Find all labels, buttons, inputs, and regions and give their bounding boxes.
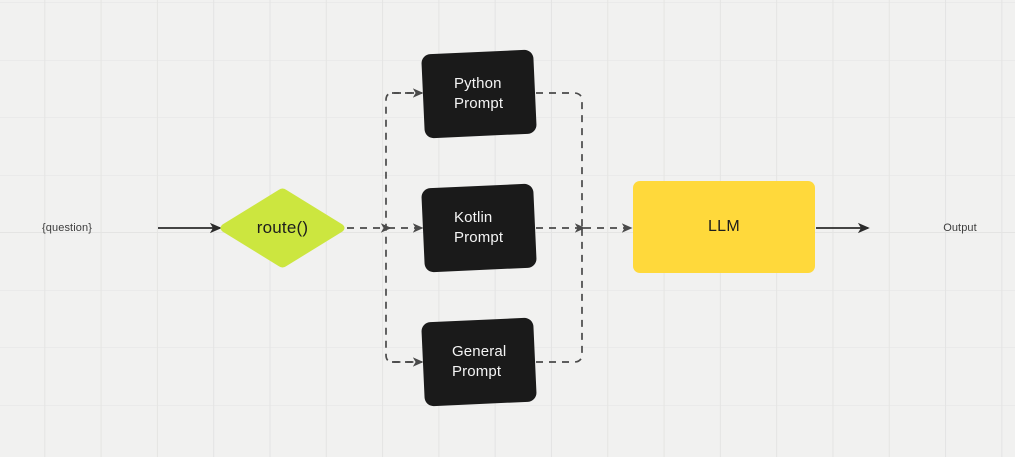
- node-kotlin-prompt-label: Kotlin Prompt: [454, 208, 503, 248]
- node-question-label: {question}: [42, 222, 92, 234]
- node-general-prompt[interactable]: General Prompt: [421, 317, 537, 407]
- node-kotlin-prompt-label-line1: Kotlin: [454, 209, 493, 227]
- edge-python-to-merge-bus: [536, 92, 583, 228]
- node-python-prompt-label-line1: Python: [454, 75, 502, 93]
- node-llm-label: LLM: [707, 218, 741, 235]
- edge-general-to-merge-bus: [536, 228, 583, 363]
- node-general-prompt-label: General Prompt: [452, 342, 506, 382]
- node-kotlin-prompt-label-line2: Prompt: [454, 229, 504, 246]
- node-question: {question}: [22, 219, 112, 237]
- node-llm[interactable]: LLM: [633, 181, 815, 273]
- node-router[interactable]: route(): [219, 187, 346, 269]
- node-output: Output: [917, 219, 1003, 237]
- node-kotlin-prompt[interactable]: Kotlin Prompt: [421, 183, 537, 273]
- node-general-prompt-label-line2: Prompt: [451, 363, 502, 381]
- node-router-label: route(): [256, 218, 309, 237]
- diamond-shape-icon: [220, 188, 345, 268]
- node-python-prompt-label: Python Prompt: [454, 74, 503, 114]
- branch-bus-line: [385, 92, 414, 363]
- node-general-prompt-label-line1: General: [451, 343, 507, 361]
- node-output-label: Output: [943, 222, 977, 234]
- node-python-prompt[interactable]: Python Prompt: [421, 49, 537, 139]
- node-python-prompt-label-line2: Prompt: [454, 95, 504, 112]
